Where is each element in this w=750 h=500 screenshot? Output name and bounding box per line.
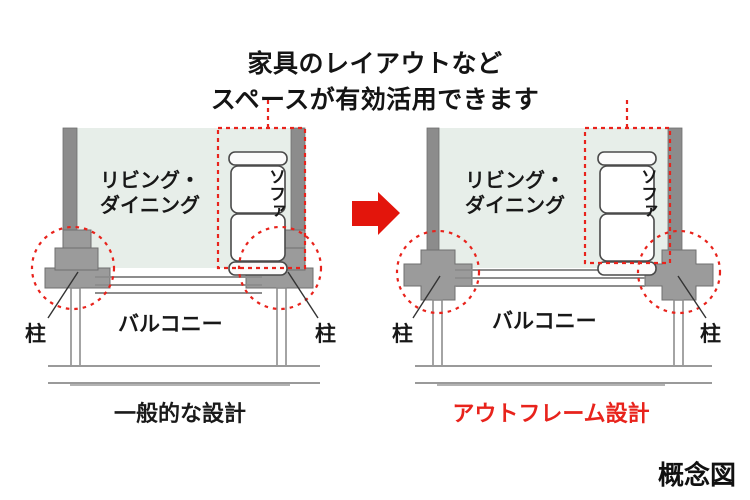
pillar-label-right-standard: 柱	[315, 322, 336, 346]
right-arrow-icon	[352, 192, 400, 235]
column-highlight-circle-right-standard	[237, 225, 323, 311]
room-label-standard: リビング・ ダイニング	[100, 168, 200, 217]
highlight-rect-standard	[216, 126, 307, 270]
balcony-label-standard: バルコニー	[118, 312, 223, 336]
caption-standard: 一般的な設計	[113, 402, 246, 427]
sofa-label-standard: ソファ	[265, 168, 285, 219]
leader-line-left-standard	[47, 271, 79, 319]
balcony-slab-standard	[95, 276, 262, 294]
pillar-label-left-outframe: 柱	[392, 322, 413, 346]
pillar-label-left-standard: 柱	[25, 322, 46, 346]
room-label-outframe: リビング・ ダイニング	[465, 168, 565, 217]
column-left-standard-head	[54, 247, 99, 271]
column-left-outframe	[403, 249, 473, 301]
figure-caption: 概念図	[657, 461, 736, 491]
balcony-label-outframe: バルコニー	[492, 309, 597, 333]
pillar-label-right-outframe: 柱	[700, 322, 721, 346]
panel-standard	[30, 100, 323, 386]
leader-line-right-outframe	[677, 275, 707, 319]
panel-outframe	[395, 100, 722, 386]
column-highlight-circle-left-standard	[30, 225, 116, 311]
column-highlight-circle-left-outframe	[395, 229, 481, 315]
leader-line-right-standard	[287, 271, 319, 319]
column-highlight-circle-right-outframe	[636, 229, 722, 315]
sofa-label-outframe: ソファ	[637, 168, 657, 219]
leader-line-left-outframe	[412, 275, 441, 319]
headline-line-2: スペースが有効活用できます	[210, 85, 540, 114]
caption-outframe: アウトフレーム設計	[452, 402, 650, 427]
headline-line-1: 家具のレイアウトなど	[247, 49, 503, 78]
